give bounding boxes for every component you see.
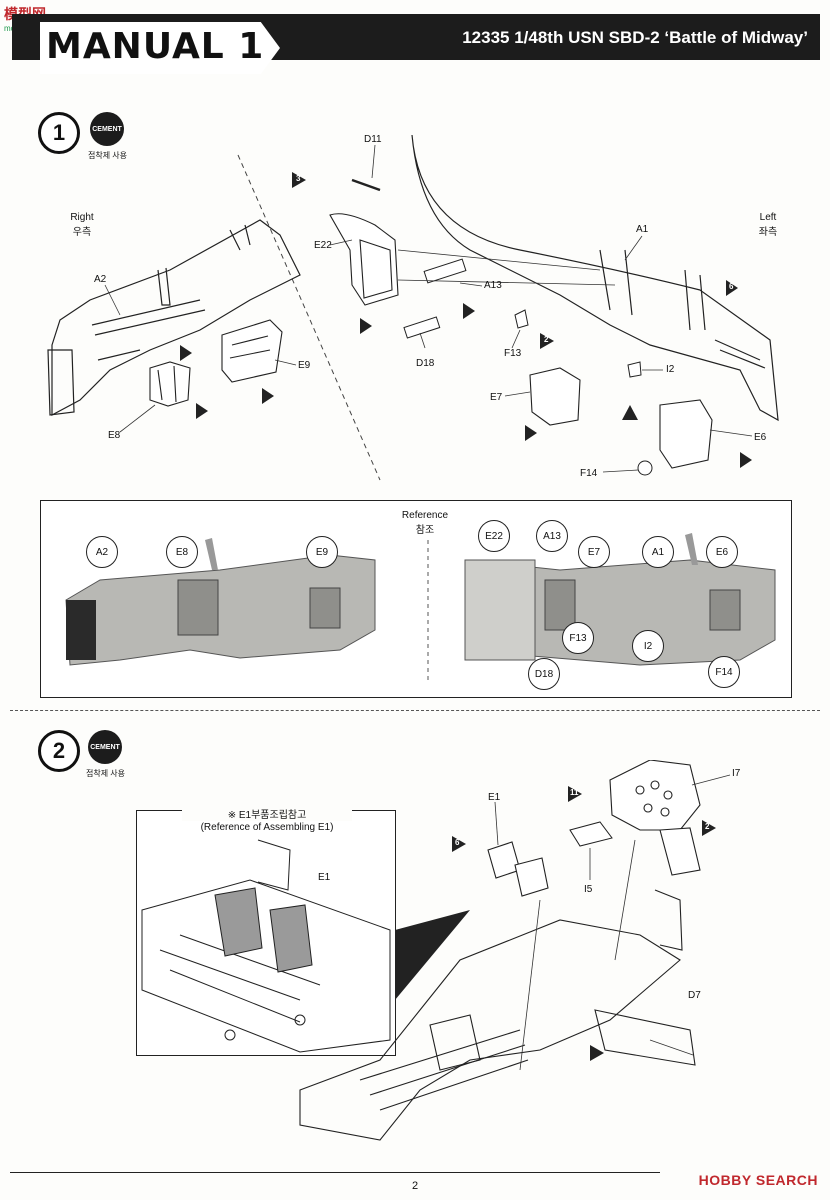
ref-callout-e6: E6 [706,536,738,568]
page-number: 2 [411,1180,419,1192]
left-label-kr: 좌측 [758,227,778,238]
part-a13 [423,258,467,284]
part-i2 [627,361,642,378]
reference-title-en: Reference [401,510,449,521]
label-i2: I2 [666,364,675,375]
step-badges [180,172,752,468]
label-a13: A13 [484,280,502,291]
ref-callout-e7: E7 [578,536,610,568]
label-f14: F14 [580,468,598,479]
label-e7: E7 [490,392,503,403]
part-e7 [529,367,581,426]
badge-2: 2 [544,335,549,344]
left-label-en: Left [759,212,777,223]
e1-reference-subtitle: (Reference of Assembling E1) [200,822,334,833]
part-d18 [403,316,441,339]
header-title-tab [40,22,280,74]
part-e6 [659,399,713,469]
ref-callout-a2: A2 [86,536,118,568]
part-d11 [351,178,381,192]
label-d11: D11 [364,134,382,145]
brand-red: HOBBY [698,1172,752,1188]
right-side-label: Right 우측 [62,212,102,238]
e1-detail [141,839,391,1053]
badge-6b: 6 [455,838,460,847]
ref-callout-e22: E22 [478,520,510,552]
badge-3: 3 [296,174,301,183]
step-1-number: 1 [38,112,80,154]
ref-callout-i2: I2 [632,630,664,662]
reference-photos [65,533,776,680]
part-e9 [221,319,283,383]
label-e9: E9 [298,360,311,371]
reference-title: Reference 참조 [395,510,455,536]
step-2-badges [452,786,716,1061]
ref-callout-e9: E9 [306,536,338,568]
cement-note: 접착제 사용 [88,151,128,160]
cement-icon-2: CEMENT [88,730,122,764]
badge-11: 11 [570,788,579,797]
right-label-en: Right [70,212,94,223]
cement-icon: CEMENT [90,112,124,146]
e1-reference-title: ※ E1부품조립참고 [182,806,352,821]
right-label-kr: 우측 [72,227,92,238]
badge-2b: 2 [705,822,710,831]
label-e8: E8 [108,430,121,441]
part-i5 [569,821,613,847]
left-fuselage-half [411,134,779,422]
ref-callout-a13: A13 [536,520,568,552]
label-e1: E1 [488,792,501,803]
label-i5: I5 [584,884,593,895]
ref-callout-a1: A1 [642,536,674,568]
left-side-label: Left 좌측 [748,212,788,238]
right-fuselage-half [47,219,301,417]
label-a1: A1 [636,224,649,235]
e1-pointer-wedge [395,910,470,1000]
part-f14 [637,460,653,476]
step-1-drawing [47,134,779,481]
step-2-drawing [141,760,731,1141]
label-e6: E6 [754,432,767,443]
label-e22: E22 [314,240,332,251]
label-e1-detail: E1 [318,872,331,883]
hobbysearch-logo: HOBBY SEARCH [699,1172,818,1188]
badge-6: 6 [729,282,734,291]
kit-subtitle: 12335 1/48th USN SBD-2 ‘Battle of Midway… [462,28,808,47]
reference-title-kr: 참조 [415,525,435,536]
floor-assembly [299,889,696,1141]
leader-lines [104,144,753,473]
step-2-number: 2 [38,730,80,772]
cement-note-2: 접착제 사용 [86,769,126,778]
ref-callout-d18: D18 [528,658,560,690]
part-i7 [609,760,701,876]
bottom-rule [10,1172,660,1173]
brand-rest: SEARCH [751,1172,818,1188]
manual-title: MANUAL 1 [46,26,265,67]
part-e8 [149,361,191,407]
part-e22 [329,213,399,306]
part-f13 [514,309,529,329]
ref-callout-e8: E8 [166,536,198,568]
ref-callout-f13: F13 [562,622,594,654]
part-e1 [487,841,549,897]
ref-callout-f14: F14 [708,656,740,688]
label-d18: D18 [416,358,435,369]
label-a2: A2 [94,274,107,285]
section-divider [10,710,820,711]
step-2-leaders [494,774,731,1071]
label-f13: F13 [504,348,522,359]
e1-reference-box [136,810,396,1056]
label-d7: D7 [688,990,701,1001]
label-i7: I7 [732,768,741,779]
